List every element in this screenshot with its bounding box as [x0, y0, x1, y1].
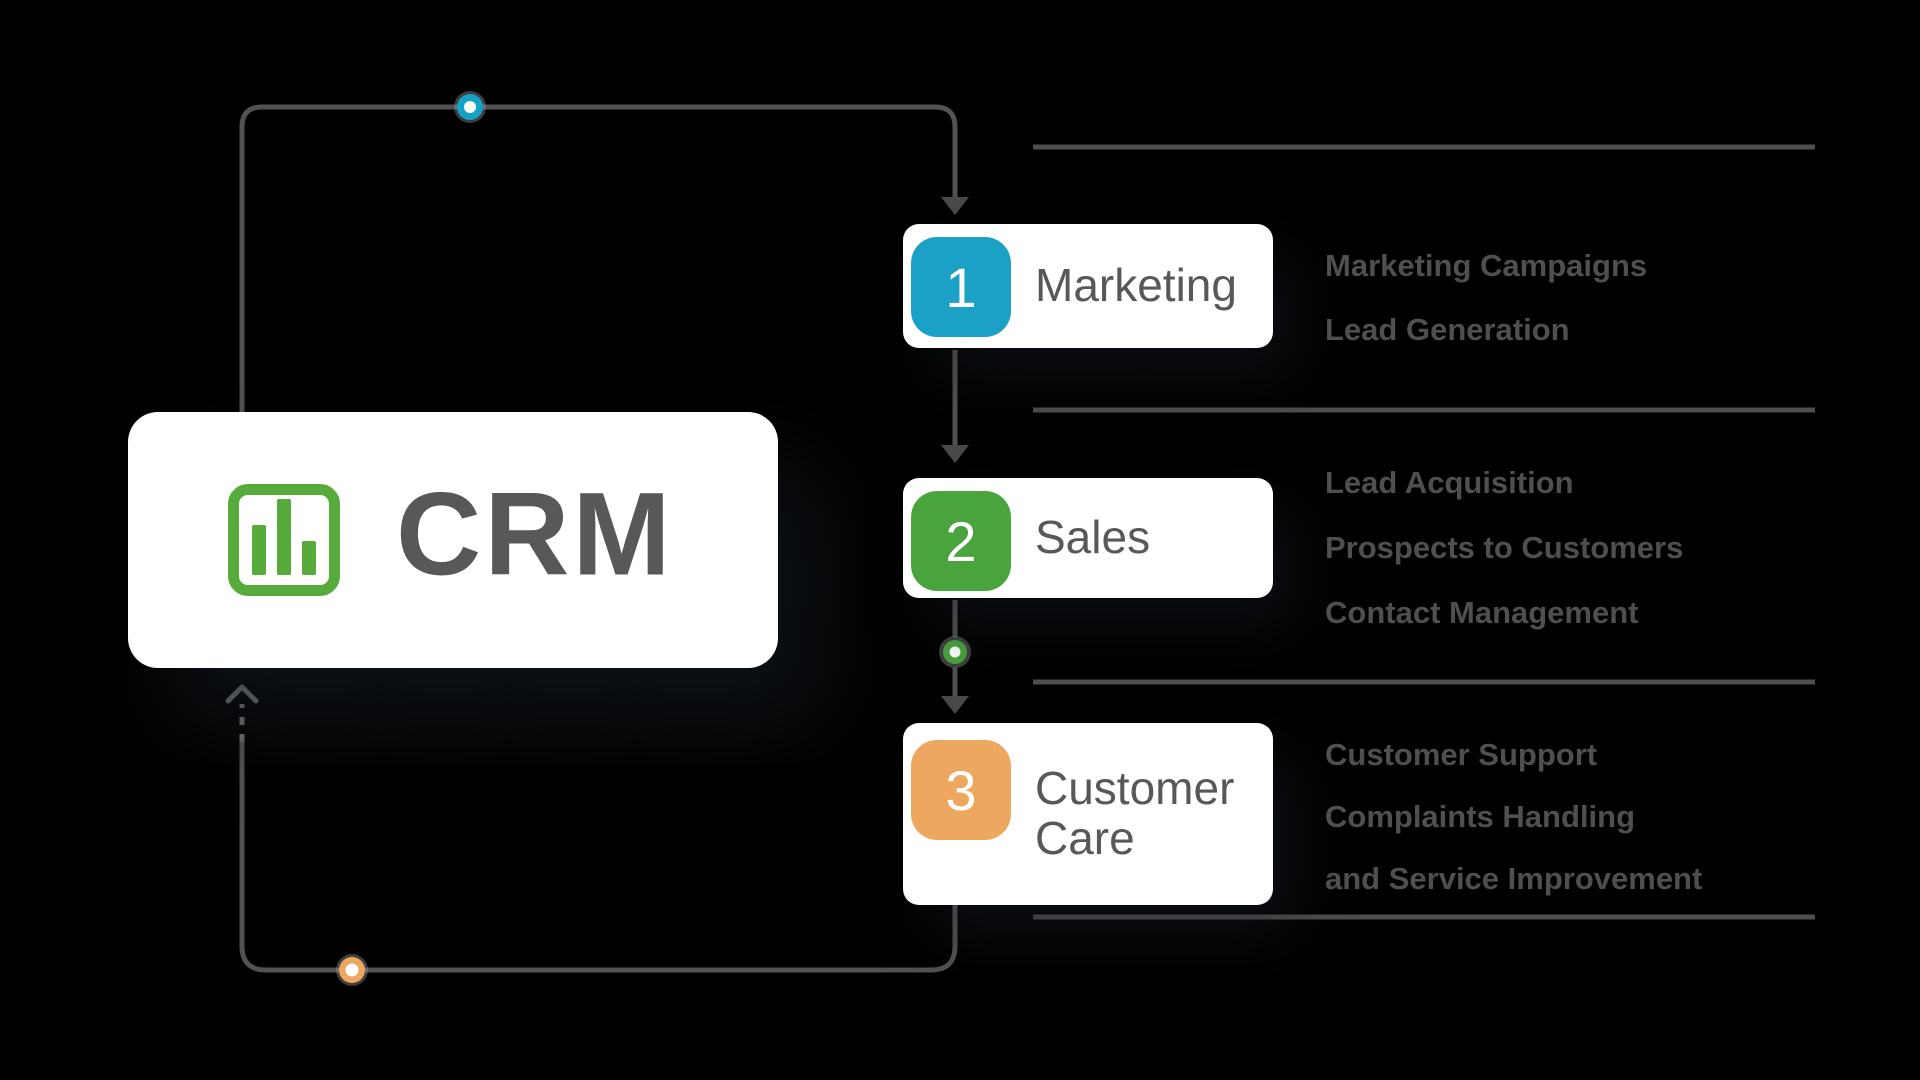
loop-top-connector: [239, 104, 958, 414]
customer-care-descriptions: Customer Support Complaints Handling and…: [1325, 724, 1702, 910]
green-dot-center: [949, 646, 961, 658]
description-line: Marketing Campaigns: [1325, 248, 1648, 283]
bar-chart-bar: [252, 525, 266, 575]
step-card-marketing: 1 Marketing: [903, 224, 1273, 348]
step-card-customer-care: 3 Customer Care: [903, 723, 1273, 905]
loop-bottom-connector: [239, 742, 958, 973]
description-line: Lead Acquisition: [1325, 465, 1574, 500]
crm-title: CRM: [396, 468, 674, 601]
step-label-customer-care: Customer Care: [1035, 762, 1235, 864]
bar-chart-bar: [277, 499, 291, 575]
arrow-up-to-crm-icon: [225, 684, 259, 704]
step-number-badge: 2: [911, 491, 1011, 591]
orange-dot-center: [345, 963, 359, 977]
arrow-down-to-care-icon: [941, 696, 969, 714]
description-line: Complaints Handling: [1325, 799, 1635, 834]
description-line: Contact Management: [1325, 595, 1639, 630]
arrow-down-to-sales-icon: [941, 445, 969, 463]
sales-descriptions: Lead Acquisition Prospects to Customers …: [1325, 450, 1683, 645]
step-label-marketing: Marketing: [1035, 259, 1237, 312]
cyan-dot-center: [464, 101, 476, 113]
step-card-sales: 2 Sales: [903, 478, 1273, 598]
description-line: Customer Support: [1325, 737, 1598, 772]
arrow-down-to-marketing-icon: [941, 197, 969, 215]
description-line: and Service Improvement: [1325, 861, 1703, 896]
description-line: Prospects to Customers: [1325, 530, 1684, 565]
step-label-sales: Sales: [1035, 511, 1151, 564]
bar-chart-icon: [228, 484, 340, 596]
bar-chart-bar: [302, 541, 316, 575]
marketing-descriptions: Marketing Campaigns Lead Generation: [1325, 234, 1647, 362]
step-number-badge: 3: [911, 740, 1011, 840]
crm-logo-card: CRM: [128, 412, 778, 668]
step-number-badge: 1: [911, 237, 1011, 337]
description-line: Lead Generation: [1325, 312, 1570, 347]
